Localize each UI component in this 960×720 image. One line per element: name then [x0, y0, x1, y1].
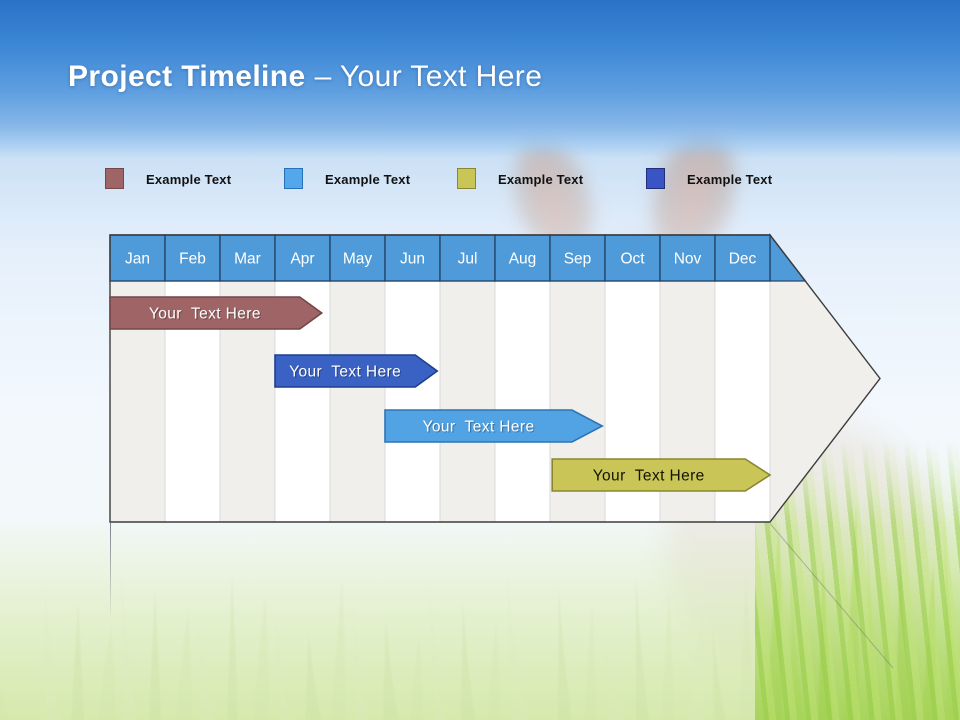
task-bar-label-shadow: Your Text Here — [290, 365, 402, 382]
month-label: Oct — [620, 251, 645, 268]
grass-blade — [71, 606, 84, 720]
timeline-arrow-outline — [109, 234, 881, 523]
task-bar-label[interactable]: Your Text Here — [149, 306, 261, 323]
grass-blade — [662, 592, 673, 720]
grass-blade — [353, 599, 368, 720]
month-label: May — [343, 251, 373, 268]
grass-blade — [199, 629, 213, 720]
grass-blade — [558, 588, 572, 720]
task-bar[interactable] — [551, 458, 772, 492]
month-cell[interactable] — [164, 234, 221, 282]
legend-swatch[interactable] — [646, 168, 665, 189]
grass-blade — [175, 610, 192, 720]
arrow-shadow-line — [769, 523, 894, 669]
legend-label: Example Text — [146, 172, 232, 187]
legend-label: Example Text — [325, 172, 411, 187]
month-cell[interactable] — [549, 234, 606, 282]
grass-blade — [688, 611, 705, 720]
task-bar-label[interactable]: Your Text Here — [423, 419, 535, 436]
grass-blade — [740, 577, 758, 720]
grass-blade — [383, 618, 399, 720]
month-label: Mar — [234, 251, 261, 268]
month-cell[interactable] — [274, 234, 331, 282]
task-bar-label[interactable]: Your Text Here — [289, 364, 401, 381]
month-label: Sep — [564, 251, 592, 268]
grass-blade — [430, 584, 445, 720]
task-bar[interactable] — [109, 296, 324, 330]
month-label: Jan — [125, 251, 150, 268]
task-bar-label-shadow: Your Text Here — [424, 420, 536, 437]
grass-blade — [44, 587, 60, 720]
slide-title-sub: – Your Text Here — [314, 60, 543, 93]
task-bar[interactable] — [274, 354, 439, 388]
title-band — [0, 0, 960, 158]
grass-blade — [713, 630, 726, 720]
task-bar[interactable] — [384, 409, 604, 443]
grass-blade — [461, 603, 476, 720]
column-stripe — [385, 281, 440, 522]
month-cell[interactable] — [659, 234, 716, 282]
slide-title-main: Project Timeline — [68, 60, 306, 93]
grass-blade — [331, 580, 346, 720]
grass-blade — [603, 626, 624, 720]
grass-blade — [276, 614, 291, 720]
legend-swatch[interactable] — [457, 168, 476, 189]
grass-blade — [227, 576, 238, 720]
table-left-edge-tail — [110, 523, 111, 620]
legend-swatch[interactable] — [284, 168, 303, 189]
legend-swatch[interactable] — [105, 168, 124, 189]
slide-title[interactable]: Project Timeline– Your Text Here — [68, 60, 542, 94]
grass-blade — [636, 573, 649, 720]
month-label: Feb — [179, 251, 206, 268]
grass-blade — [149, 591, 161, 720]
month-label: Apr — [290, 251, 314, 268]
month-label: Jun — [400, 251, 425, 268]
grass-blade — [487, 622, 500, 720]
grass-blade — [97, 625, 115, 720]
grass-blade — [0, 687, 9, 720]
month-label: Aug — [509, 251, 537, 268]
timeline-arrow-chart: Jan Feb Mar Apr May Jun Jul Aug Sep Oct Nov DecYour… — [109, 233, 894, 669]
month-cell[interactable] — [439, 234, 496, 282]
task-bar-label[interactable]: Your Text Here — [593, 468, 705, 485]
grass-blade — [253, 595, 269, 720]
legend-label: Example Text — [498, 172, 584, 187]
grass-blade — [584, 607, 596, 720]
month-cell[interactable] — [714, 234, 771, 282]
grass-blade — [122, 572, 137, 720]
legend-label: Example Text — [687, 172, 773, 187]
month-label: Jul — [458, 251, 478, 268]
grass-blade — [409, 637, 423, 720]
grass-blade — [507, 569, 529, 720]
month-label: Dec — [729, 251, 757, 268]
grass-blade — [305, 633, 322, 720]
month-label: Nov — [674, 251, 702, 268]
column-stripe — [495, 281, 550, 522]
task-bar-label-shadow: Your Text Here — [150, 307, 262, 324]
